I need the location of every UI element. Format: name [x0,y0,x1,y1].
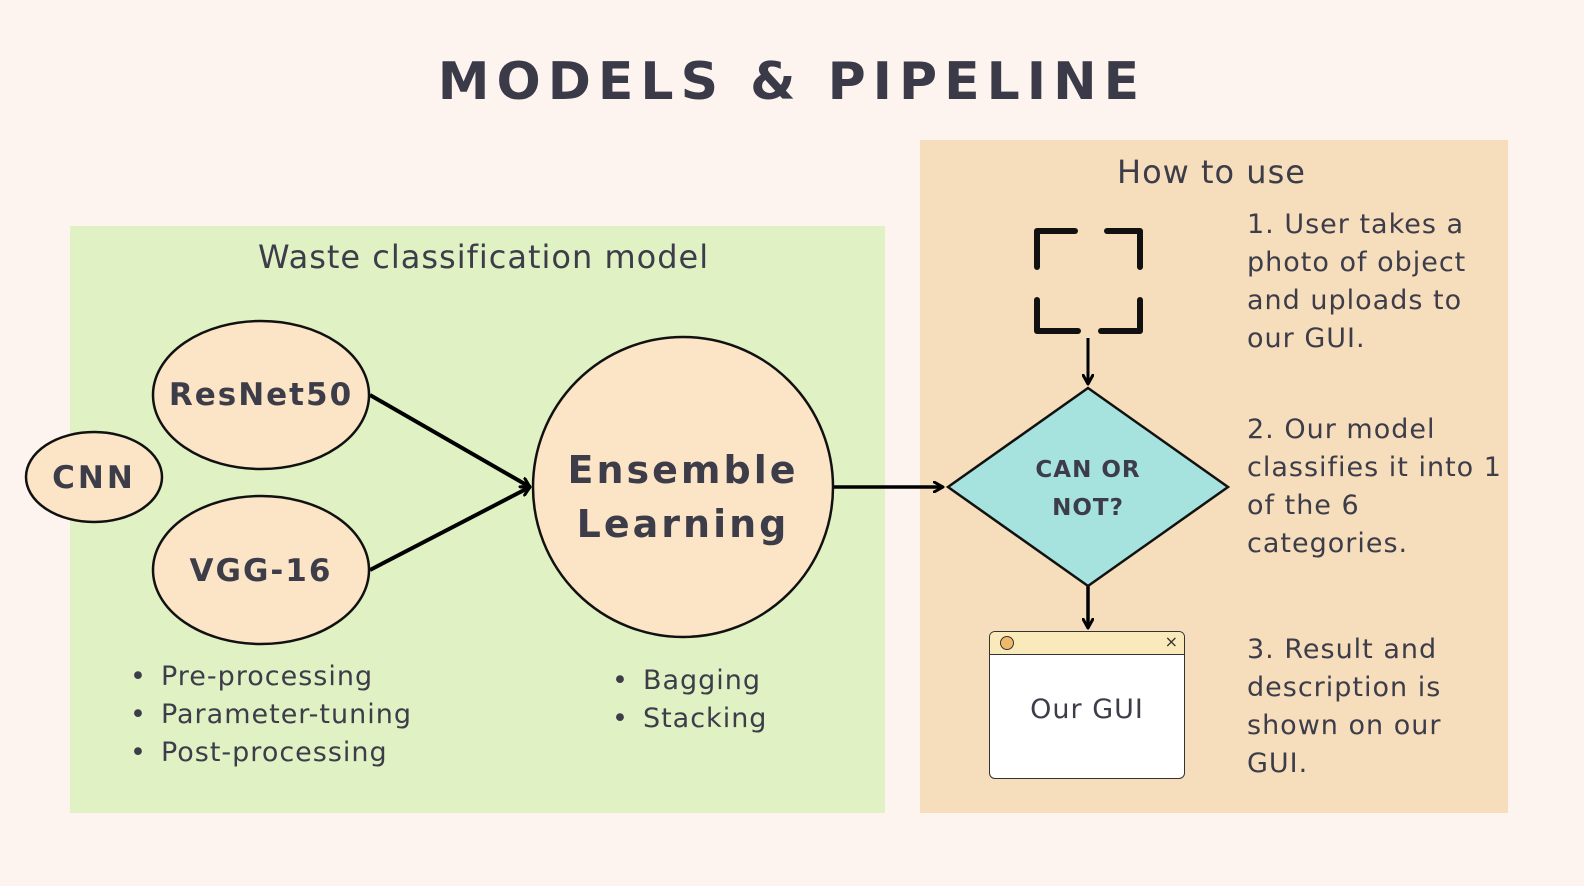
right-panel-title: How to use [1117,153,1306,191]
vgg-to-ensemble-arrow [369,487,530,572]
decision-diamond [945,386,1231,588]
scan-frame-icon [1034,228,1143,334]
decision-label-line2: NOT? [1052,495,1124,521]
bullet-item: Parameter-tuning [130,696,412,734]
decision-label-line1: CAN OR [1035,457,1140,483]
gui-label: Our GUI [1030,694,1144,725]
ensemble-bullets: Bagging Stacking [612,662,767,738]
step-2: 2. Our model classifies it into 1 of the… [1247,414,1502,559]
step-3: 3. Result and description is shown on ou… [1247,634,1442,779]
step-1: 1. User takes a photo of object and uplo… [1247,209,1467,354]
bullet-item: Stacking [612,700,767,738]
gui-titlebar: × [990,632,1184,655]
bullet-item: Bagging [612,662,767,700]
close-icon: × [1164,632,1178,651]
resnet50-label: ResNet50 [169,377,353,413]
window-dot-icon [1000,636,1014,650]
resnet50-node [151,319,371,471]
ensemble-label-line1: Ensemble [568,448,799,492]
ensemble-learning-node [531,335,835,639]
vgg16-label: VGG-16 [190,553,333,589]
page-title: MODELS & PIPELINE [437,52,1147,112]
bullet-item: Pre-processing [130,658,412,696]
left-panel-title: Waste classification model [258,238,710,276]
model-bullets: Pre-processing Parameter-tuning Post-pro… [130,658,412,772]
cnn-label: CNN [52,460,136,496]
cnn-node [24,430,164,524]
gui-window: × Our GUI [989,631,1185,779]
bullet-item: Post-processing [130,734,412,772]
resnet-to-ensemble-arrow [369,393,530,489]
ensemble-label-line2: Learning [577,502,790,546]
vgg16-node [151,494,371,646]
